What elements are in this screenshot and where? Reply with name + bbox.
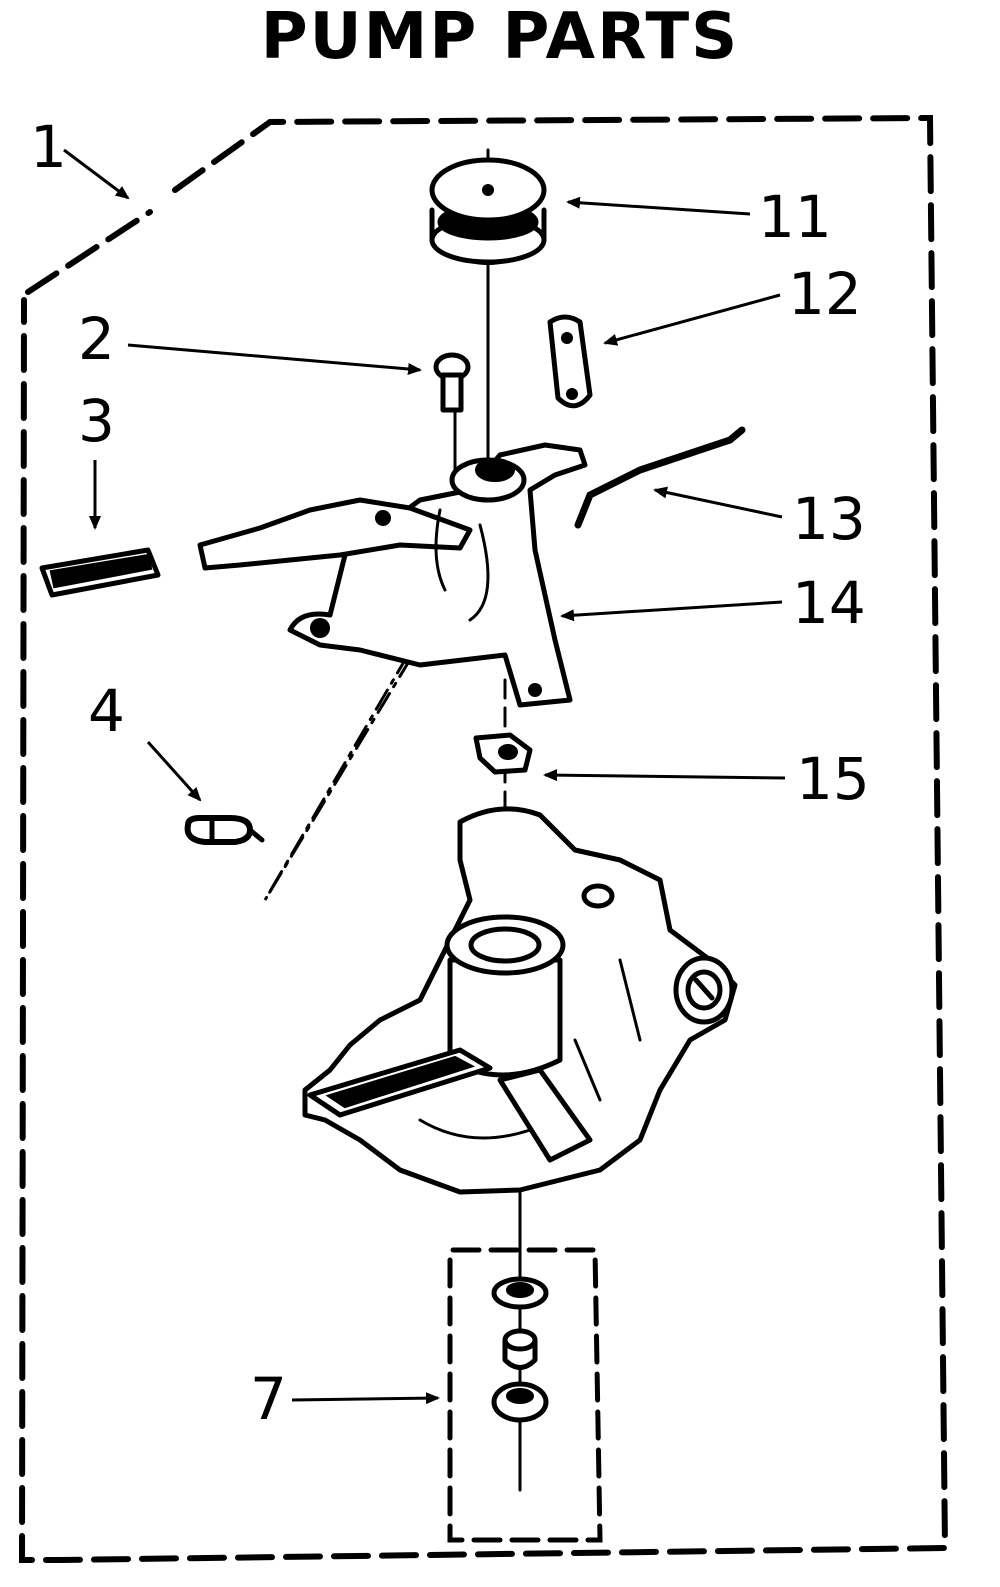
leader-11	[566, 196, 751, 216]
callout-12: 12	[788, 260, 862, 328]
callout-3: 3	[78, 387, 115, 455]
wire-spring-part	[574, 426, 746, 529]
leader-2	[127, 343, 422, 375]
leader-7	[291, 1392, 440, 1405]
pad-part	[39, 547, 161, 598]
leader-14	[560, 600, 783, 622]
callout-7: 7	[250, 1365, 287, 1433]
leader-1	[63, 148, 130, 200]
diagram-title: PUMP PARTS	[260, 0, 740, 74]
callout-15: 15	[796, 745, 870, 813]
link-plate-part	[547, 314, 593, 409]
axis-clip	[263, 543, 474, 901]
callout-13: 13	[792, 485, 866, 553]
pulley-part	[429, 157, 547, 265]
leader-15	[543, 769, 786, 782]
leader-4	[146, 740, 202, 802]
leader-13	[653, 486, 783, 519]
bushing-part	[473, 732, 533, 775]
callout-14: 14	[792, 569, 866, 637]
seal-stack-part	[491, 1276, 549, 1423]
callout-2: 2	[78, 305, 115, 373]
screw-part	[433, 352, 471, 413]
callout-1: 1	[30, 113, 67, 181]
assembly-outline	[18, 114, 949, 1563]
item7-bracket	[447, 1247, 603, 1543]
pump-housing-part	[302, 806, 738, 1195]
clip-part	[184, 815, 265, 845]
callout-11: 11	[758, 183, 832, 251]
leader-12	[603, 293, 781, 346]
gear-case-part	[197, 442, 588, 708]
callout-4: 4	[88, 677, 125, 745]
